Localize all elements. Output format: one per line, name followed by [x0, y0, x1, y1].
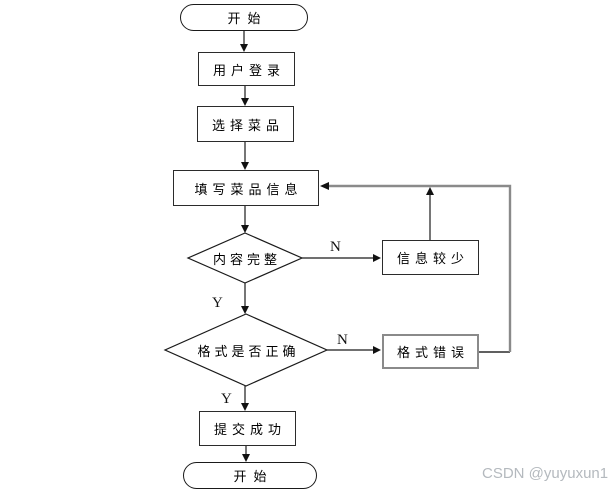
- decision-format-correct: [163, 313, 329, 387]
- edge-format-correct-no: [327, 346, 381, 354]
- edge-content-complete-no: [302, 254, 381, 262]
- node-start-top: 开始: [180, 4, 308, 31]
- edge-format-correct-yes: [241, 386, 249, 411]
- edge-select-to-fill: [241, 142, 249, 170]
- node-select-dish: 选择菜品: [197, 106, 294, 142]
- edge-submit-to-end: [242, 446, 250, 462]
- node-content-complete-label: 内容完整: [212, 251, 281, 267]
- csdn-watermark: CSDN @yuyuxun1: [482, 465, 609, 482]
- label-format-correct-yes: Y: [221, 391, 232, 407]
- node-user-login: 用户登录: [198, 52, 295, 86]
- node-fill-dish-info: 填写菜品信息: [173, 170, 319, 206]
- edge-format-error-loop: [320, 182, 512, 353]
- edge-start-to-login: [240, 31, 248, 52]
- label-format-correct-no: N: [337, 332, 348, 348]
- node-info-too-little: 信息较少: [382, 240, 479, 275]
- edge-fill-to-content-complete: [241, 206, 249, 233]
- node-format-correct-label: 格式是否正确: [197, 343, 300, 359]
- label-content-complete-no: N: [330, 239, 341, 255]
- node-end-bottom: 开始: [183, 462, 317, 489]
- edge-login-to-select: [241, 86, 249, 106]
- edge-info-too-little-loop: [426, 187, 434, 240]
- node-format-error: 格式错误: [382, 334, 479, 369]
- label-content-complete-yes: Y: [212, 295, 223, 311]
- node-submit-success: 提交成功: [199, 411, 296, 446]
- edge-content-complete-yes: [241, 283, 249, 314]
